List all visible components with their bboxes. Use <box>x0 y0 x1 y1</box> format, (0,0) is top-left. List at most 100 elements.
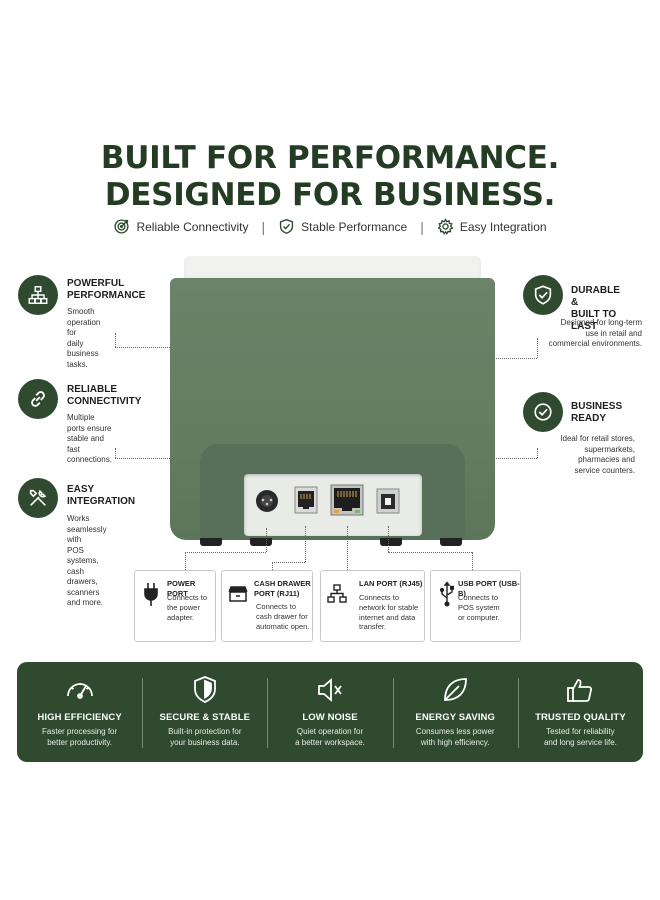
port-callout-power: POWER PORT Connects to the power adapter… <box>134 570 216 642</box>
port-desc: Connects to cash drawer for automatic op… <box>256 602 309 631</box>
benefit-desc-line: Consumes less power <box>415 727 495 736</box>
feature-desc-line: supermarkets, <box>584 444 635 454</box>
feature-title-line: READY <box>571 413 607 424</box>
feature-badge <box>18 275 58 315</box>
feature-title-line: POWERFUL <box>67 278 125 289</box>
port-desc-line: the power <box>167 602 200 612</box>
leader-line <box>185 552 186 570</box>
printer-port-panel <box>244 474 422 536</box>
port-title: USB PORT (USB-B) <box>458 579 520 598</box>
rj45-port-socket <box>330 484 364 516</box>
tagline-item-connectivity: Reliable Connectivity <box>113 218 249 235</box>
benefit-title: ENERGY SAVING <box>415 712 496 723</box>
port-desc-line: cash drawer for <box>256 611 308 621</box>
port-desc-line: adapter. <box>167 612 195 622</box>
benefit-energy-saving: ENERGY SAVING Consumes less power with h… <box>392 662 518 762</box>
feature-title-line: PERFORMANCE <box>67 290 146 301</box>
power-port-socket <box>256 490 278 512</box>
feature-desc-line: Multiple ports ensure <box>67 413 112 433</box>
feature-desc-line: Smooth operation for <box>67 307 101 337</box>
check-circle-icon <box>534 403 552 421</box>
gear-icon <box>437 218 454 235</box>
feature-desc: Designed for long-term use in retail and… <box>530 318 642 350</box>
benefit-desc-line: Faster processing for <box>42 727 118 736</box>
leader-line <box>388 526 389 552</box>
feature-desc-line: drawers, scanners <box>67 577 100 597</box>
feature-desc-line: pharmacies and <box>578 455 635 464</box>
benefit-desc-line: Built-in protection for <box>168 727 242 736</box>
benefit-low-noise: LOW NOISE Quiet operation for a better w… <box>267 662 392 762</box>
feature-title-line: DURABLE & <box>571 285 620 308</box>
feature-desc: Smooth operation for daily business task… <box>67 307 100 370</box>
port-title: POWER PORT <box>167 579 215 598</box>
printer-foot <box>380 538 402 546</box>
port-desc: Connects to the power adapter. <box>167 593 207 622</box>
feature-desc-line: Works seamlessly with <box>67 514 107 544</box>
benefit-desc: Built-in protection for your business da… <box>142 727 267 748</box>
feature-title-line: BUILT TO LAST <box>571 309 617 332</box>
feature-title-line: EASY <box>67 484 95 495</box>
printer-cover <box>184 256 481 280</box>
port-desc: Connects to POS system or computer. <box>458 593 500 622</box>
tagline-item-integration: Easy Integration <box>437 218 547 235</box>
feature-title: BUSINESS READY <box>571 401 622 425</box>
benefit-secure-stable: SECURE & STABLE Built-in protection for … <box>142 662 267 762</box>
feature-title: DURABLE & BUILT TO LAST <box>571 285 620 333</box>
port-title-line: USB PORT (USB-B) <box>458 579 520 598</box>
benefit-desc-line: with high efficiency. <box>420 737 490 747</box>
network-hierarchy-icon <box>28 286 48 304</box>
benefit-desc: Quiet operation for a better workspace. <box>267 727 392 748</box>
tagline-label: Easy Integration <box>459 219 547 234</box>
port-title: LAN PORT (RJ45) <box>359 579 422 589</box>
feature-title-line: BUSINESS <box>571 401 623 412</box>
network-hierarchy-icon <box>327 584 347 603</box>
printer-foot <box>200 538 222 546</box>
leader-line <box>537 448 538 458</box>
leader-line <box>185 552 266 553</box>
shield-check-icon <box>534 285 552 305</box>
feature-desc-line: connections. <box>67 455 112 464</box>
leader-line <box>115 458 200 459</box>
port-desc-line: internet and data <box>359 612 416 622</box>
benefit-desc: Tested for reliability and long service … <box>518 727 643 748</box>
port-title-line: LAN PORT (RJ45) <box>359 579 423 588</box>
benefit-desc-line: a better workspace. <box>295 737 365 747</box>
feature-badge <box>18 379 58 419</box>
shield-check-icon <box>280 218 294 235</box>
benefit-desc: Faster processing for better productivit… <box>17 727 142 748</box>
port-desc-line: automatic open. <box>256 621 310 631</box>
port-callout-lan: LAN PORT (RJ45) Connects to network for … <box>320 570 425 642</box>
benefit-desc-line: better productivity. <box>47 737 112 747</box>
power-plug-icon <box>144 583 158 606</box>
tagline-separator: | <box>261 218 266 235</box>
benefits-band: HIGH EFFICIENCY Faster processing for be… <box>17 662 643 762</box>
printer-foot <box>250 538 272 546</box>
leader-line <box>388 552 472 553</box>
feature-badge <box>18 478 58 518</box>
port-desc-line: Connects to <box>359 593 400 602</box>
feature-desc-line: and more. <box>67 598 104 607</box>
printer-foot <box>440 538 462 546</box>
feature-title-line: RELIABLE <box>67 384 117 395</box>
leader-line <box>305 526 306 562</box>
port-desc-line: network for stable <box>359 602 419 612</box>
benefit-desc-line: your business data. <box>170 737 240 747</box>
port-desc-line: Connects to <box>256 602 297 611</box>
usb-icon <box>439 581 454 607</box>
benefit-title: HIGH EFFICIENCY <box>37 712 122 723</box>
benefit-desc-line: Quiet operation for <box>296 727 364 736</box>
tagline-item-performance: Stable Performance <box>278 218 407 235</box>
leaf-icon <box>444 678 468 701</box>
leader-line <box>272 562 305 563</box>
tagline-label: Reliable Connectivity <box>136 219 249 234</box>
shield-icon <box>193 676 216 703</box>
feature-desc-line: Designed for long-term <box>560 318 642 327</box>
headline-line-1: BUILT FOR PERFORMANCE. <box>100 140 560 176</box>
feature-desc-line: Ideal for retail stores, <box>560 434 635 443</box>
feature-title: RELIABLE CONNECTIVITY <box>67 384 141 408</box>
feature-desc-line: POS systems, cash <box>67 545 99 576</box>
headline: BUILT FOR PERFORMANCE. DESIGNED FOR BUSI… <box>0 140 660 214</box>
port-title-line: CASH DRAWER <box>254 579 311 588</box>
speedometer-icon <box>66 683 93 699</box>
leader-line <box>115 347 200 348</box>
